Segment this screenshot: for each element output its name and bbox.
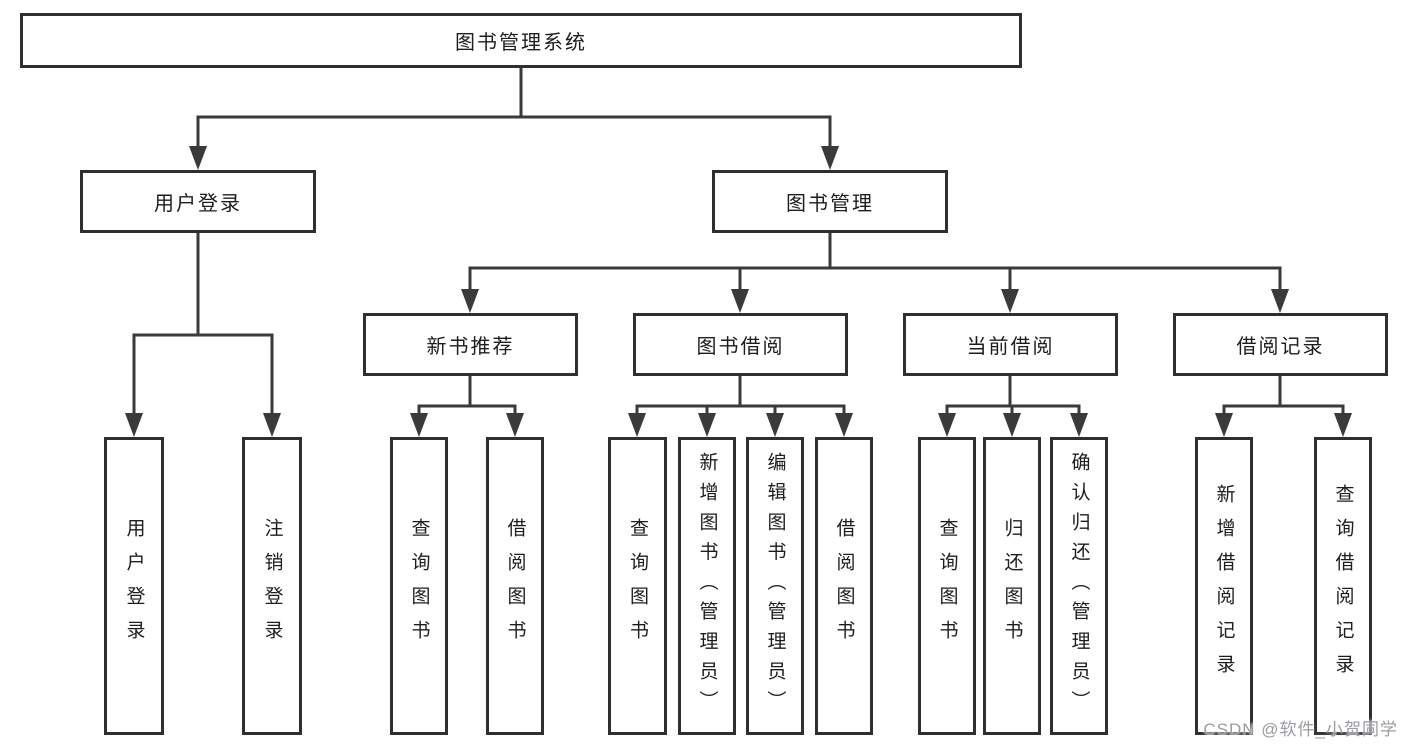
connector-new-book-recommend xyxy=(410,374,524,437)
connector-lines xyxy=(468,231,1282,296)
node-leaf-borrow-books-1: 借阅图书 xyxy=(486,437,544,735)
node-user-login: 用户登录 xyxy=(80,170,316,233)
arrow-down-icon xyxy=(461,289,479,313)
node-book-borrow: 图书借阅 xyxy=(633,313,848,376)
node-label-leaf-query-borrow-record: 查询借阅记录 xyxy=(1332,484,1354,688)
arrow-down-icon xyxy=(821,146,839,170)
node-label-user-login: 用户登录 xyxy=(154,193,242,215)
node-label-leaf-query-books-1: 查询图书 xyxy=(408,518,430,654)
node-label-leaf-return-books: 归还图书 xyxy=(1001,518,1023,654)
node-label-leaf-borrow-books-2: 借阅图书 xyxy=(833,518,855,654)
connector-lines xyxy=(417,374,517,420)
node-label-borrow-records: 借阅记录 xyxy=(1236,336,1325,358)
arrow-down-icon xyxy=(835,413,853,437)
node-label-leaf-borrow-books-1: 借阅图书 xyxy=(504,518,526,654)
arrow-down-icon xyxy=(1070,413,1088,437)
arrow-down-icon xyxy=(125,413,143,437)
connector-user-login xyxy=(125,231,281,437)
node-label-book-management: 图书管理 xyxy=(786,193,874,215)
connector-book-borrow xyxy=(628,374,853,437)
node-label-leaf-query-books-3: 查询图书 xyxy=(936,518,958,654)
connector-current-borrow xyxy=(938,374,1088,437)
node-leaf-query-books-2: 查询图书 xyxy=(608,437,667,735)
connector-lines xyxy=(196,66,832,153)
node-leaf-confirm-return: 确认归还（管理员） xyxy=(1050,437,1108,735)
connector-book-management xyxy=(461,231,1289,313)
node-label-book-borrow: 图书借阅 xyxy=(696,336,785,358)
node-label-leaf-user-login: 用户登录 xyxy=(123,518,145,654)
connector-root xyxy=(189,66,839,170)
node-label-leaf-add-books: 新增图书（管理员） xyxy=(696,451,718,721)
connector-borrow-records xyxy=(1215,374,1352,437)
arrow-down-icon xyxy=(506,413,524,437)
node-current-borrow: 当前借阅 xyxy=(903,313,1118,376)
node-label-leaf-logout: 注销登录 xyxy=(261,518,283,654)
arrow-down-icon xyxy=(1271,289,1289,313)
arrow-down-icon xyxy=(1003,413,1021,437)
arrow-down-icon xyxy=(1001,289,1019,313)
arrow-down-icon xyxy=(938,413,956,437)
node-root: 图书管理系统 xyxy=(20,13,1022,68)
node-leaf-borrow-books-2: 借阅图书 xyxy=(815,437,873,735)
node-new-book-recommend: 新书推荐 xyxy=(363,313,578,376)
node-leaf-logout: 注销登录 xyxy=(242,437,302,735)
node-leaf-query-books-1: 查询图书 xyxy=(390,437,448,735)
node-label-new-book-recommend: 新书推荐 xyxy=(426,336,515,358)
arrow-down-icon xyxy=(731,289,749,313)
arrow-down-icon xyxy=(1334,413,1352,437)
connector-lines xyxy=(945,374,1081,420)
csdn-watermark: CSDN @软件_小贺同学 xyxy=(1203,720,1398,739)
node-leaf-add-books: 新增图书（管理员） xyxy=(678,437,736,735)
node-label-leaf-edit-books: 编辑图书（管理员） xyxy=(764,451,786,721)
node-leaf-add-borrow-record: 新增借阅记录 xyxy=(1195,437,1253,735)
connector-lines xyxy=(132,231,274,420)
node-leaf-query-borrow-record: 查询借阅记录 xyxy=(1314,437,1372,735)
arrow-down-icon xyxy=(766,413,784,437)
connector-lines xyxy=(635,374,846,420)
node-label-leaf-confirm-return: 确认归还（管理员） xyxy=(1068,451,1090,721)
node-leaf-edit-books: 编辑图书（管理员） xyxy=(746,437,804,735)
node-label-leaf-add-borrow-record: 新增借阅记录 xyxy=(1213,484,1235,688)
node-label-leaf-query-books-2: 查询图书 xyxy=(627,518,648,654)
connector-lines xyxy=(1222,374,1345,420)
node-leaf-return-books: 归还图书 xyxy=(983,437,1041,735)
arrow-down-icon xyxy=(1215,413,1233,437)
arrow-down-icon xyxy=(263,413,281,437)
arrow-down-icon xyxy=(698,413,716,437)
node-leaf-user-login: 用户登录 xyxy=(104,437,164,735)
node-borrow-records: 借阅记录 xyxy=(1173,313,1388,376)
node-leaf-query-books-3: 查询图书 xyxy=(918,437,976,735)
arrow-down-icon xyxy=(189,146,207,170)
node-label-root: 图书管理系统 xyxy=(455,32,587,54)
node-label-current-borrow: 当前借阅 xyxy=(966,336,1055,358)
arrow-down-icon xyxy=(628,413,646,437)
arrow-down-icon xyxy=(410,413,428,437)
node-book-management: 图书管理 xyxy=(712,170,948,233)
